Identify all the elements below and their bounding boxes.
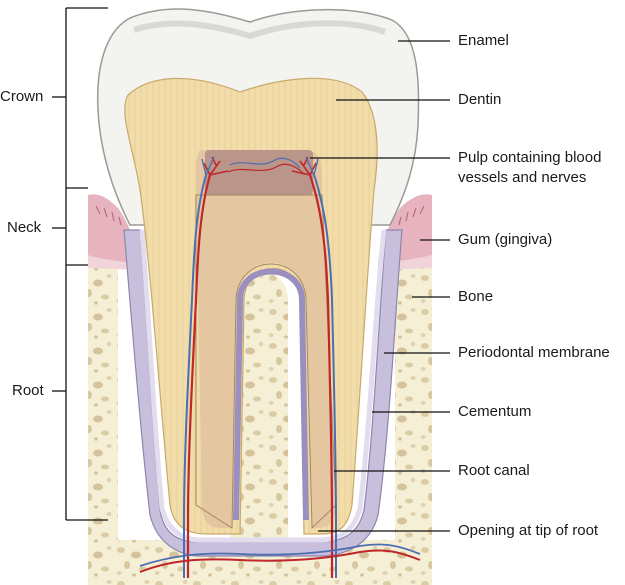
label-cementum: Cementum <box>458 403 532 420</box>
pulp <box>195 150 337 530</box>
label-root: Root <box>12 382 44 399</box>
label-enamel: Enamel <box>458 32 509 49</box>
label-dentin: Dentin <box>458 91 502 108</box>
label-root-canal: Root canal <box>458 462 530 479</box>
label-pulp-line2: vessels and nerves <box>458 169 587 186</box>
label-pulp-line1: Pulp containing blood <box>458 149 602 166</box>
label-crown: Crown <box>0 88 44 105</box>
label-bone: Bone <box>458 288 494 305</box>
region-bracket <box>52 7 108 521</box>
label-gum: Gum (gingiva) <box>458 231 553 248</box>
blood-vessels <box>139 156 421 578</box>
label-periodontal-membrane: Periodontal membrane <box>458 344 610 361</box>
leader-lines <box>310 40 450 532</box>
label-opening-tip-of-root: Opening at tip of root <box>458 522 599 539</box>
label-neck: Neck <box>7 219 42 236</box>
cementum <box>139 229 387 543</box>
